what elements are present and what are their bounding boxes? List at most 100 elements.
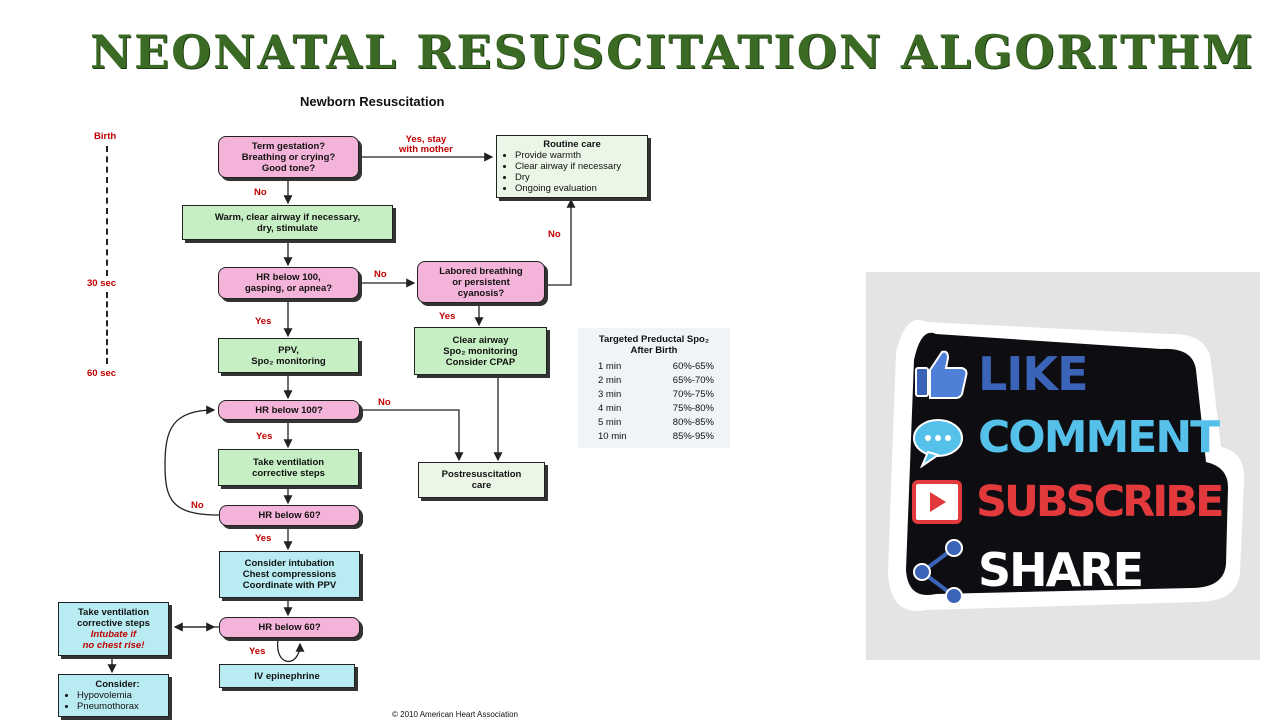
spo2-target-table: Targeted Preductal Spo₂ After Birth 1 mi…	[578, 328, 730, 448]
share-icon	[913, 539, 963, 605]
table-cell: 1 min	[598, 361, 622, 372]
edge-label-yes: Yes	[256, 431, 273, 442]
node-text: Take ventilation	[77, 607, 150, 618]
node-text: Consider intubation	[244, 558, 335, 569]
spo2-table-title: Targeted Preductal Spo₂ After Birth	[578, 334, 730, 356]
list-item: Dry	[515, 172, 621, 183]
table-row: 4 min 75%-80%	[578, 402, 730, 416]
node-consider: Consider: Hypovolemia Pneumothorax	[58, 674, 169, 717]
node-iv-epinephrine: IV epinephrine	[219, 664, 355, 688]
timeline-60sec: 60 sec	[87, 368, 117, 379]
node-take-ventilation-2: Take ventilation corrective steps Intuba…	[58, 602, 169, 656]
node-text: IV epinephrine	[254, 670, 320, 682]
node-hr-below-100: HR below 100?	[218, 400, 360, 420]
node-term-gestation: Term gestation? Breathing or crying? Goo…	[218, 136, 359, 178]
node-text: Chest compressions	[242, 569, 337, 580]
node-text: Coordinate with PPV	[242, 580, 337, 591]
node-warning-text: no chest rise!	[82, 640, 145, 651]
list-item: Clear airway if necessary	[515, 161, 621, 172]
table-cell: 4 min	[598, 403, 622, 414]
node-warning-text: Intubate if	[90, 629, 137, 640]
node-text: cyanosis?	[457, 287, 505, 299]
node-warm-dry-stimulate: Warm, clear airway if necessary, dry, st…	[182, 205, 393, 240]
node-text: Take ventilation	[252, 456, 325, 468]
node-postresuscitation-care: Postresuscitation care	[418, 462, 545, 498]
page-title: NEONATAL RESUSCITATION ALGORITHM	[90, 25, 1255, 79]
timeline-dash-1	[106, 146, 108, 276]
node-labored-breathing: Labored breathing or persistent cyanosis…	[417, 261, 545, 303]
edge-label-yes-stay: Yes, stay with mother	[399, 135, 453, 155]
list-item: Ongoing evaluation	[515, 183, 621, 194]
spo2-table-title-line: Targeted Preductal Spo₂	[598, 334, 710, 345]
node-text: care	[471, 480, 492, 491]
comment-label[interactable]: COMMENT	[978, 412, 1220, 463]
node-text: Good tone?	[261, 162, 316, 174]
node-text: HR below 100,	[256, 272, 321, 283]
consider-list: Hypovolemia Pneumothorax	[67, 690, 139, 712]
spo2-table-title-line: After Birth	[630, 345, 678, 356]
table-cell: 10 min	[598, 431, 627, 442]
table-cell: 65%-70%	[672, 375, 714, 386]
node-text: Spo₂ monitoring	[251, 355, 326, 367]
node-text: HR below 60?	[258, 510, 321, 521]
share-label[interactable]: SHARE	[978, 543, 1144, 597]
node-text: Warm, clear airway if necessary,	[214, 211, 361, 223]
table-cell: 5 min	[598, 417, 622, 428]
consider-title: Consider:	[95, 679, 140, 690]
table-cell: 60%-65%	[672, 361, 714, 372]
edge-label-no: No	[548, 229, 561, 240]
node-hr-below-100-gasping: HR below 100, gasping, or apnea?	[218, 267, 359, 299]
thumbs-up-icon	[915, 350, 968, 399]
like-label[interactable]: LIKE	[978, 347, 1088, 401]
node-clear-airway: Clear airway Spo₂ monitoring Consider CP…	[414, 327, 547, 375]
edge-label-yes: Yes	[439, 311, 456, 322]
node-text: Clear airway	[452, 334, 509, 346]
node-ppv: PPV, Spo₂ monitoring	[218, 338, 359, 373]
node-consider-intubation: Consider intubation Chest compressions C…	[219, 551, 360, 598]
sticker-backdrop	[888, 320, 1245, 611]
edge-label-no: No	[254, 187, 267, 198]
node-text: corrective steps	[252, 467, 325, 479]
node-text: HR below 100?	[255, 404, 323, 416]
table-row: 5 min 80%-85%	[578, 416, 730, 430]
table-cell: 75%-80%	[672, 403, 714, 414]
routine-care-title: Routine care	[543, 139, 601, 150]
table-row: 1 min 60%-65%	[578, 360, 730, 374]
social-sticker[interactable]: LIKE COMMENT SUBSCRIBE SHARE	[866, 272, 1260, 660]
copyright-notice: © 2010 American Heart Association	[392, 710, 518, 719]
play-icon	[912, 480, 962, 524]
table-cell: 70%-75%	[672, 389, 714, 400]
table-cell: 80%-85%	[672, 417, 714, 428]
edge-label-yes: Yes	[255, 533, 272, 544]
routine-care-list: Provide warmth Clear airway if necessary…	[505, 150, 621, 194]
node-take-ventilation: Take ventilation corrective steps	[218, 449, 359, 486]
node-text: Spo₂ monitoring	[443, 345, 518, 357]
node-text: Postresuscitation	[441, 469, 522, 480]
node-text: dry, stimulate	[256, 222, 319, 234]
edge-label-no: No	[378, 397, 391, 408]
node-routine-care: Routine care Provide warmth Clear airway…	[496, 135, 648, 198]
subscribe-label[interactable]: SUBSCRIBE	[976, 477, 1224, 527]
node-text: HR below 60?	[258, 622, 321, 633]
edge-label-text: with mother	[399, 144, 453, 155]
timeline-30sec: 30 sec	[87, 278, 117, 289]
node-text: corrective steps	[77, 618, 150, 629]
comment-bubble-icon	[913, 419, 963, 468]
table-cell: 2 min	[598, 375, 622, 386]
node-text: Term gestation?	[251, 140, 326, 152]
timeline-birth: Birth	[94, 131, 117, 142]
list-item: Pneumothorax	[77, 701, 139, 712]
list-item: Hypovolemia	[77, 690, 139, 701]
node-hr-below-60-b: HR below 60?	[219, 617, 360, 638]
edge-label-yes: Yes	[249, 646, 266, 657]
node-text: Labored breathing	[439, 265, 523, 277]
node-text: Consider CPAP	[445, 356, 516, 368]
list-item: Provide warmth	[515, 150, 621, 161]
edge-label-yes: Yes	[255, 316, 272, 327]
edge-label-no: No	[191, 500, 204, 511]
node-text: or persistent	[452, 276, 510, 288]
table-row: 2 min 65%-70%	[578, 374, 730, 388]
